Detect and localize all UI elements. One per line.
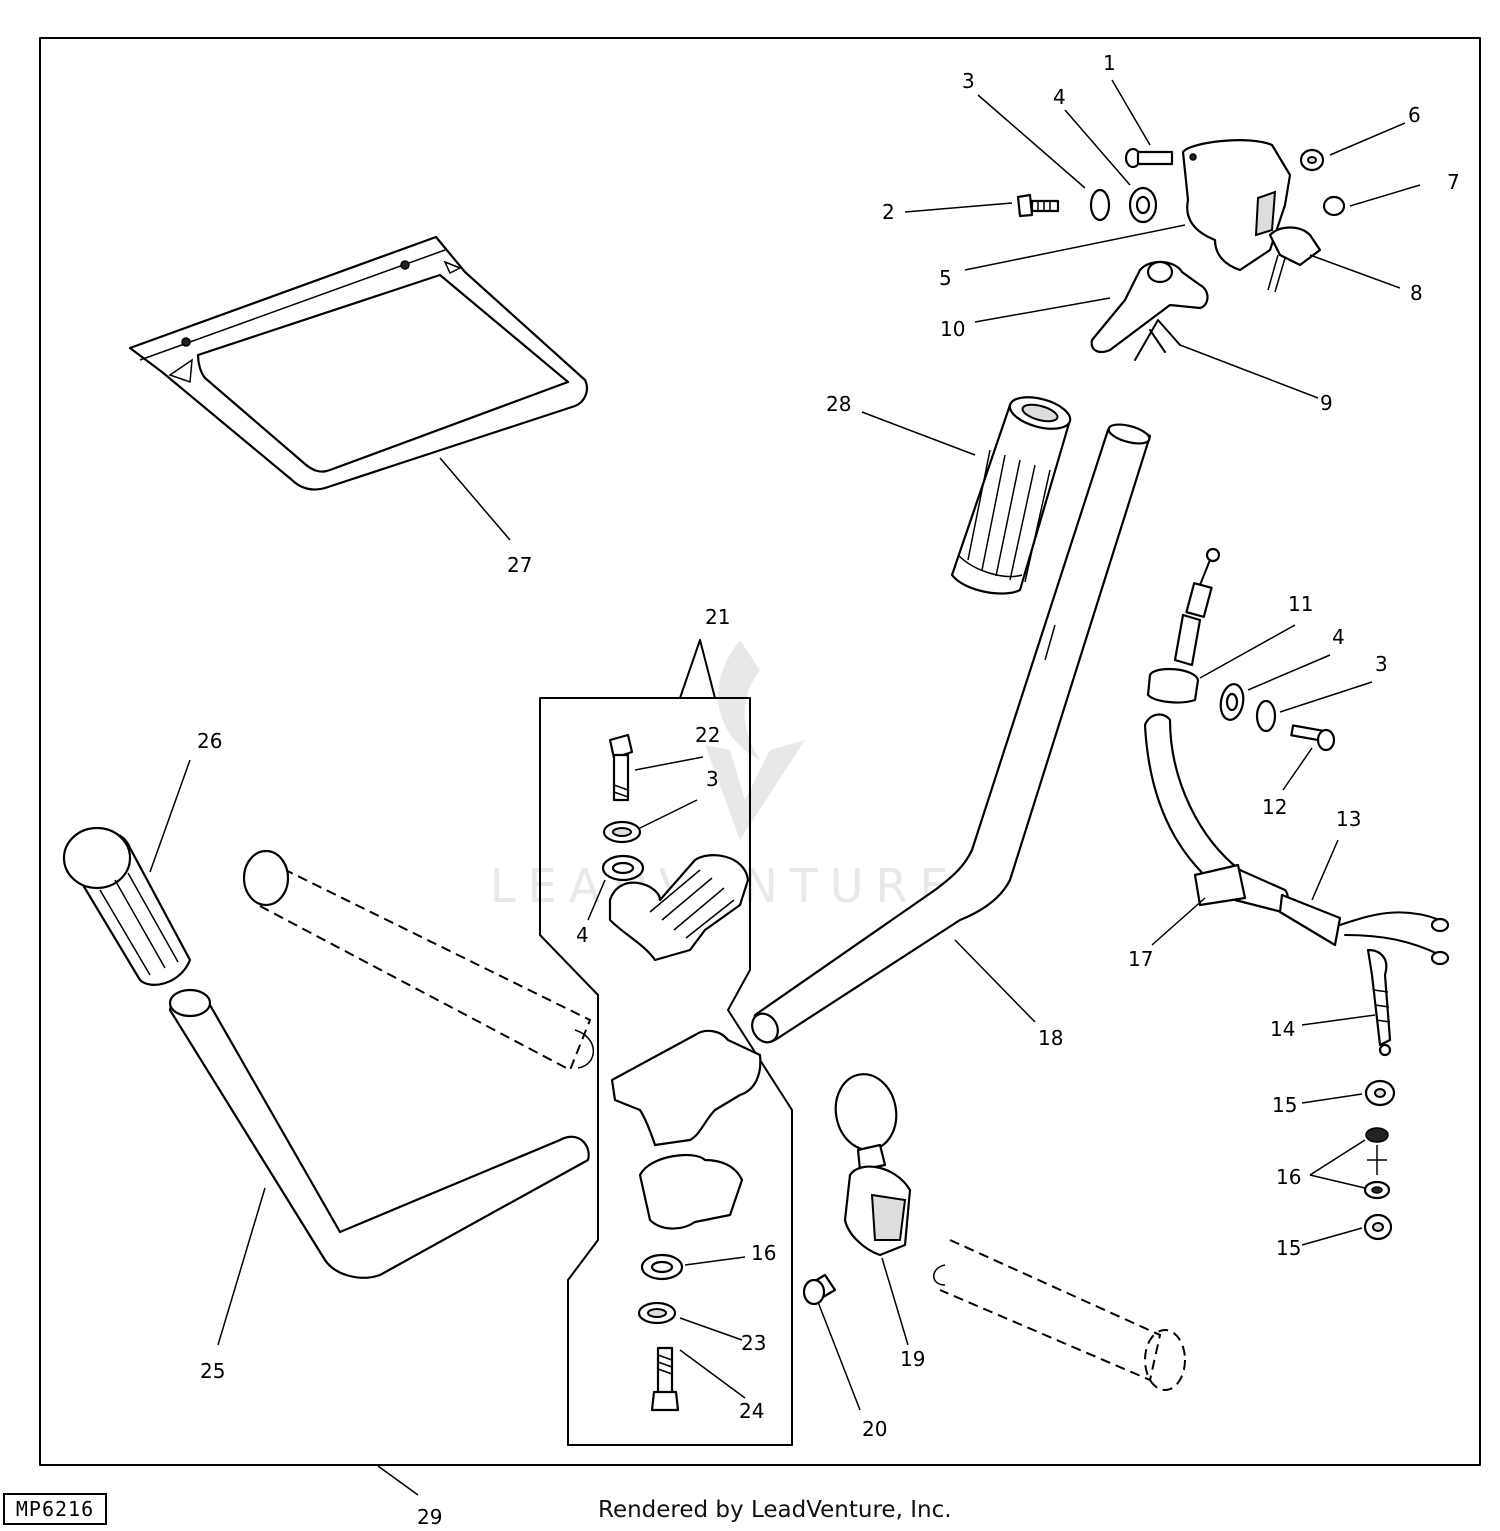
part-3-lockwasher [602,820,642,844]
part-24-bolt [650,1346,680,1412]
clamp-upper [608,854,750,962]
part-8-switch [1267,226,1322,293]
callout-14: 14 [1270,1017,1295,1041]
callout-21: 21 [705,605,730,629]
credit-text: Rendered by LeadVenture, Inc. [598,1497,952,1523]
watermark-logo [705,640,805,840]
callout-1: 1 [1103,51,1116,75]
callout-5: 5 [939,266,952,290]
diagram-frame [39,37,1481,1466]
callout-7: 7 [1447,170,1460,194]
part-5-housing [1181,139,1292,272]
part-18-handlebar [751,423,1152,1044]
part-23-lockwasher [637,1301,677,1325]
part-11-cable-end [1146,547,1221,704]
part-16-washers [1363,1127,1391,1200]
callout-9: 9 [1320,391,1333,415]
phantom-bar-left [242,849,594,1072]
callout-6: 6 [1408,103,1421,127]
callout-25: 25 [200,1359,225,1383]
part-4-washer-right [1219,683,1245,721]
leader-lines [149,79,1421,1496]
part-2-screw [1016,193,1060,218]
part-16-washer [640,1253,684,1281]
part-22-bolt [608,733,634,802]
part-3-lockwasher-top [1089,188,1111,222]
clamp-lower [610,1029,762,1230]
callout-24: 24 [739,1399,764,1423]
callout-15-lower: 15 [1276,1236,1301,1260]
part-1-screw [1124,147,1174,169]
part-15-nut-lower [1363,1213,1393,1241]
part-13-cable [1143,713,1450,966]
callout-3: 3 [962,69,975,93]
phantom-grip-right [933,1239,1186,1391]
callout-13: 13 [1336,807,1361,831]
callout-17: 17 [1128,947,1153,971]
callout-12: 12 [1262,795,1287,819]
callout-27: 27 [507,553,532,577]
part-3-lockwasher-right [1255,699,1277,733]
part-27-tray [128,235,589,491]
part-20-screw [802,1273,837,1306]
part-17-clamp [1193,863,1247,907]
part-12-screw [1290,724,1336,752]
part-6-nut [1299,148,1325,172]
part-4-washer-top [1128,186,1158,224]
part-10-lever [1090,260,1209,354]
part-19-mirror-mount [834,1073,912,1257]
part-9-spring [1134,319,1181,361]
callout-4: 4 [1053,85,1066,109]
part-25-handlebar [168,988,590,1279]
callout-4-clamp: 4 [576,923,589,947]
figure-id: MP6216 [3,1493,107,1525]
callout-labels: 1 2 3 4 5 6 7 8 9 10 11 4 3 12 13 14 15 … [197,51,1460,1529]
callout-26: 26 [197,729,222,753]
callout-8: 8 [1410,281,1423,305]
callout-22: 22 [695,723,720,747]
callout-18: 18 [1038,1026,1063,1050]
callout-3-clamp: 3 [706,767,719,791]
part-26-grip [62,826,192,986]
callout-28: 28 [826,392,851,416]
callout-16-clamp: 16 [751,1241,776,1265]
part-15-nut-upper [1364,1079,1396,1107]
callout-2: 2 [882,200,895,224]
callout-11: 11 [1288,592,1313,616]
callout-4-right: 4 [1332,625,1345,649]
callout-20: 20 [862,1417,887,1441]
callout-10: 10 [940,317,965,341]
callout-19: 19 [900,1347,925,1371]
part-28-grip [950,396,1072,595]
callout-23: 23 [741,1331,766,1355]
part-14-fitting [1366,948,1392,1057]
part-7-nut [1322,195,1346,217]
callout-29: 29 [417,1505,442,1529]
part-4-washer [601,854,645,882]
callout-16-right: 16 [1276,1165,1301,1189]
clamp-group-box [539,639,793,1446]
callout-3-right: 3 [1375,652,1388,676]
callout-15-upper: 15 [1272,1093,1297,1117]
